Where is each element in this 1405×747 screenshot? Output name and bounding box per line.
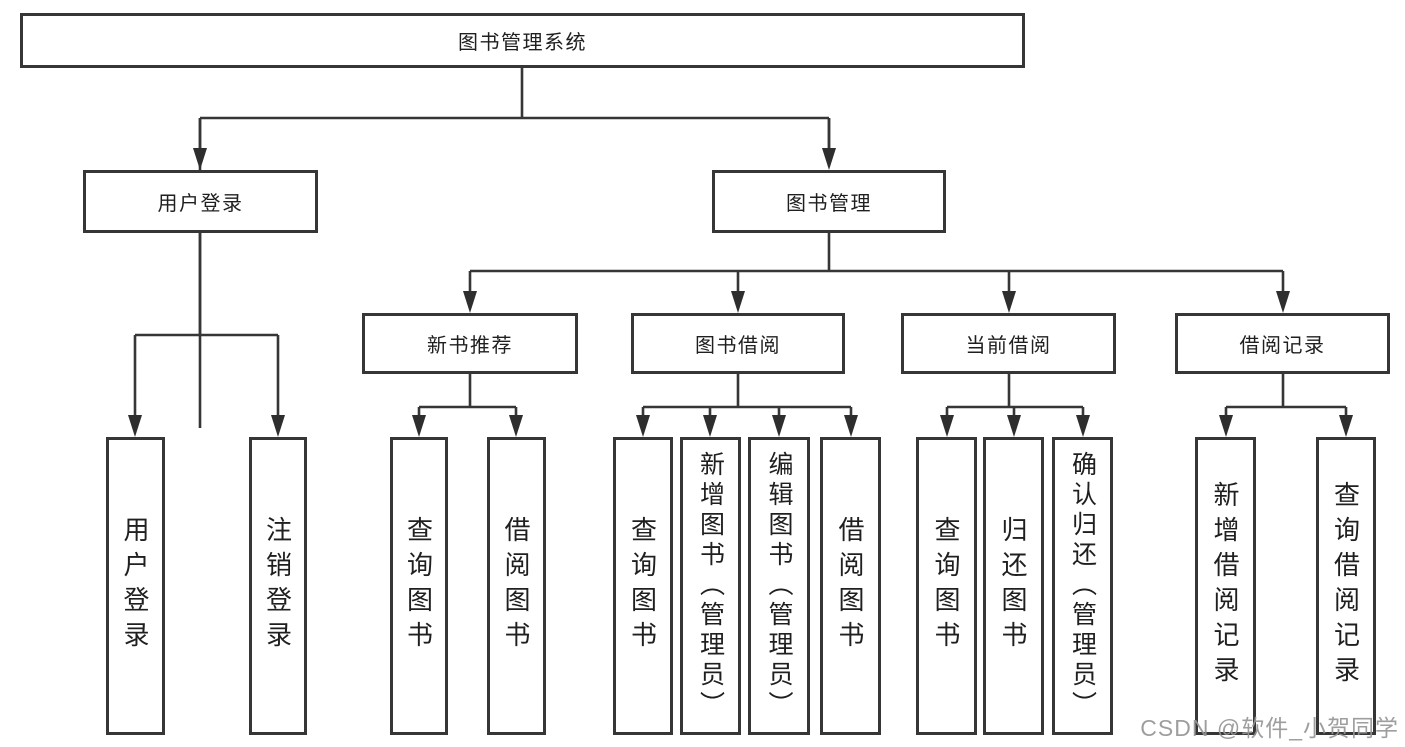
connector-root-to-level1	[198, 68, 831, 428]
leaf-query-books-current: 查询图书	[916, 437, 977, 735]
leaf-add-book-admin: 新增图书（管理员）	[680, 437, 741, 735]
node-book-borrowing: 图书借阅	[631, 313, 845, 374]
leaf-edit-book-admin: 编辑图书（管理员）	[748, 437, 810, 735]
csdn-watermark: CSDN @软件_小贺同学	[1140, 715, 1399, 741]
connector-borrowing-records-arrowheads	[1219, 415, 1353, 437]
connector-user-login-branch	[133, 233, 280, 425]
connector-book-borrowing-arrowheads	[636, 415, 858, 437]
node-user-login-module: 用户登录	[83, 170, 318, 233]
connector-book-borrowing-branch	[641, 374, 853, 425]
connector-new-book-branch	[417, 374, 518, 425]
connector-new-book-arrowheads	[412, 415, 523, 437]
leaf-borrow-books-recommend: 借阅图书	[487, 437, 546, 735]
leaf-query-books-borrowing: 查询图书	[613, 437, 673, 735]
leaf-return-books: 归还图书	[983, 437, 1044, 735]
connector-current-borrowing-arrowheads	[940, 415, 1090, 437]
leaf-user-login: 用户登录	[106, 437, 165, 735]
connector-user-login-arrowheads	[128, 415, 285, 437]
node-borrowing-records: 借阅记录	[1175, 313, 1390, 374]
leaf-borrow-books-borrowing: 借阅图书	[820, 437, 881, 735]
connector-borrowing-records-branch	[1224, 374, 1348, 425]
connector-book-management-arrowheads	[463, 291, 1290, 313]
leaf-add-borrow-record: 新增借阅记录	[1195, 437, 1256, 735]
connector-book-management-branch	[468, 233, 1285, 301]
leaf-query-books-recommend: 查询图书	[390, 437, 448, 735]
node-book-management-module: 图书管理	[712, 170, 946, 233]
connector-root-arrowheads	[193, 148, 836, 170]
leaf-confirm-return-admin: 确认归还（管理员）	[1052, 437, 1113, 735]
node-current-borrowing: 当前借阅	[901, 313, 1116, 374]
node-library-management-system: 图书管理系统	[20, 13, 1025, 68]
leaf-query-borrow-record: 查询借阅记录	[1316, 437, 1376, 735]
leaf-logout: 注销登录	[249, 437, 307, 735]
node-new-book-recommendation: 新书推荐	[362, 313, 578, 374]
